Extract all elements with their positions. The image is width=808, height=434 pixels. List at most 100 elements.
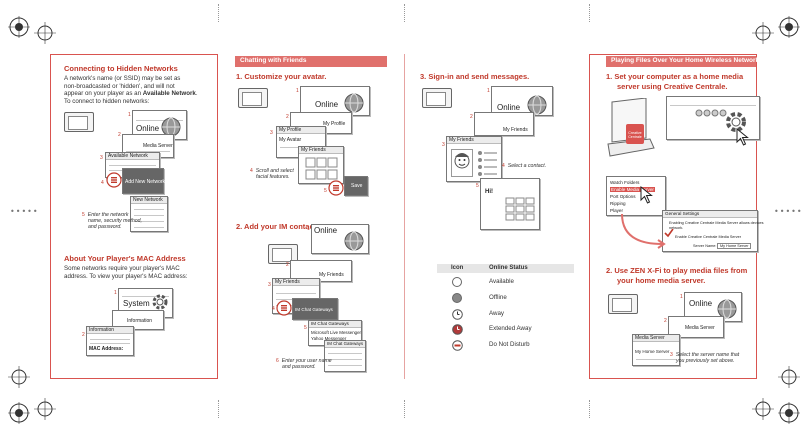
status-table-header: Icon Online Status: [437, 264, 574, 273]
my-friends-menu-title: My Friends: [273, 279, 319, 286]
step-num-mac-2: 2: [82, 332, 85, 338]
note-text-1: Select the server name that: [675, 352, 740, 358]
screen-line: [136, 120, 183, 121]
note-text-3: and password.: [88, 224, 122, 231]
step-num-2: 2: [118, 132, 121, 138]
player-device-icon-5: [608, 294, 638, 314]
fold-mark-bottom-2: [404, 400, 406, 418]
server-name-label: Server Name:: [693, 244, 717, 248]
port-options-item[interactable]: Port Options: [610, 194, 636, 199]
available-network-title: Available Network: [106, 153, 159, 160]
my-friends-screen-3: My Friends: [474, 112, 534, 136]
watch-folders-item[interactable]: Watch Folders: [610, 180, 640, 185]
form-line: [134, 227, 164, 228]
zen-step-2: 2: [664, 318, 667, 324]
toolbar-icons: [695, 109, 727, 117]
step2-line-2: your home media server.: [617, 276, 706, 285]
enable-media-server-checkbox[interactable]: Enable Creative Centrale Media Server: [675, 235, 742, 239]
player-item[interactable]: Player: [610, 208, 624, 213]
screen-line: [90, 343, 130, 344]
my-avatar-item[interactable]: My Avatar: [279, 137, 302, 143]
system-label: System: [123, 299, 150, 308]
step1-line-1: 1. Set your computer as a home media: [606, 72, 744, 81]
yahoo-item[interactable]: Yahoo Messenger: [311, 336, 347, 341]
note-text-2: name, security method,: [88, 218, 142, 225]
server-name-input[interactable]: My Home Server: [717, 243, 752, 249]
zen-step-1: 1: [680, 294, 683, 300]
information-label-back: Information: [127, 318, 153, 324]
general-settings-title: General Settings: [663, 211, 757, 218]
my-profile-label: My Profile: [323, 121, 346, 127]
im-chat-gateways-button: IM Chat Gateways: [292, 298, 338, 320]
online-label: Online: [136, 124, 160, 133]
signin-step-3: 3: [442, 142, 445, 148]
my-friends-screen-2: My Friends: [290, 260, 352, 282]
my-friends-label-2: My Friends: [319, 272, 344, 278]
registration-mark-top-left: [8, 16, 30, 38]
information-screen-back: Information: [112, 310, 164, 330]
player-device-icon-4: [422, 88, 452, 108]
note-text-1: Scroll and select: [255, 168, 294, 174]
screen-line: [122, 296, 169, 297]
mac-address-label: MAC Address:: [89, 346, 124, 352]
ripping-item[interactable]: Ripping: [610, 201, 626, 206]
online-label-5: Online: [689, 299, 713, 308]
mac-address-heading: About Your Player's MAC Address: [64, 254, 186, 263]
fold-mark-top-2: [404, 4, 406, 22]
note-num: 5: [82, 212, 85, 218]
online-label-4: Online: [497, 103, 521, 112]
globe-icon-4: [527, 95, 547, 115]
my-home-server-item[interactable]: My Home Server: [635, 349, 670, 354]
status-label: Extended Away: [489, 325, 532, 332]
im-chat-gateways-form: IM Chat Gateways: [324, 340, 366, 372]
signin-step-5: 5: [476, 183, 479, 189]
status-label: Away: [489, 310, 505, 317]
my-profile-menu-title: My Profile: [277, 127, 325, 134]
msn-item[interactable]: Microsoft Live Messenger: [311, 330, 362, 335]
information-title: Information: [87, 327, 133, 334]
im-chat-gateways-list-title: IM Chat Gateways: [309, 321, 361, 328]
im-chat-gateways-label[interactable]: IM Chat Gateways: [295, 307, 333, 312]
fold-mark-right: •••••: [774, 207, 803, 216]
form-line: [328, 359, 362, 360]
playing-files-banner: Playing Files Over Your Home Wireless Ne…: [606, 56, 759, 67]
contact-status-list-icon: [478, 151, 497, 176]
note-num: 4: [502, 163, 505, 169]
icon-column-header: Icon: [451, 265, 464, 271]
status-row-extended-away: Extended Away: [437, 322, 574, 337]
my-friends-list-title: My Friends: [447, 137, 501, 144]
mac-address-body: Some networks require your player's MAC …: [64, 265, 214, 280]
customize-avatar-step: 1. Customize your avatar.: [236, 72, 327, 81]
new-network-title: New Network: [131, 197, 167, 204]
screen-line: [126, 151, 170, 152]
step-num-mac-1: 1: [114, 290, 117, 296]
save-label[interactable]: Save: [351, 183, 363, 189]
hidden-body-line-2: non-broadcasted or 'hidden', and will no…: [64, 82, 175, 90]
page-frame-left: [50, 54, 218, 379]
note-text-1: Enter the network: [87, 212, 129, 218]
step-num-1: 1: [128, 112, 131, 118]
enabling-description-1: Enabling Creative Centrale Media Server …: [669, 221, 764, 225]
player-device-icon-2: [238, 88, 268, 108]
hidden-body-line-4: To connect to hidden networks:: [64, 97, 150, 105]
signin-step-2: 2: [470, 114, 473, 120]
im-step-3: 3: [268, 282, 271, 288]
form-line: [134, 209, 164, 210]
hidden-body-text: appear on your player as an: [64, 90, 143, 97]
note-text-1: Enter your user name: [281, 358, 332, 364]
globe-icon-3: [344, 231, 364, 251]
enable-media-server-item[interactable]: Enable Media Server: [610, 187, 655, 192]
step2-line-1: 2. Use ZEN X-Fi to play media files from: [606, 266, 748, 275]
media-server-screen-2: Media Server: [668, 316, 724, 338]
add-new-network-label[interactable]: Add New Network: [125, 179, 166, 185]
media-server-label-2: Media Server: [685, 325, 715, 331]
form-line: [328, 353, 362, 354]
registration-mark-bottom-left: [34, 398, 56, 420]
